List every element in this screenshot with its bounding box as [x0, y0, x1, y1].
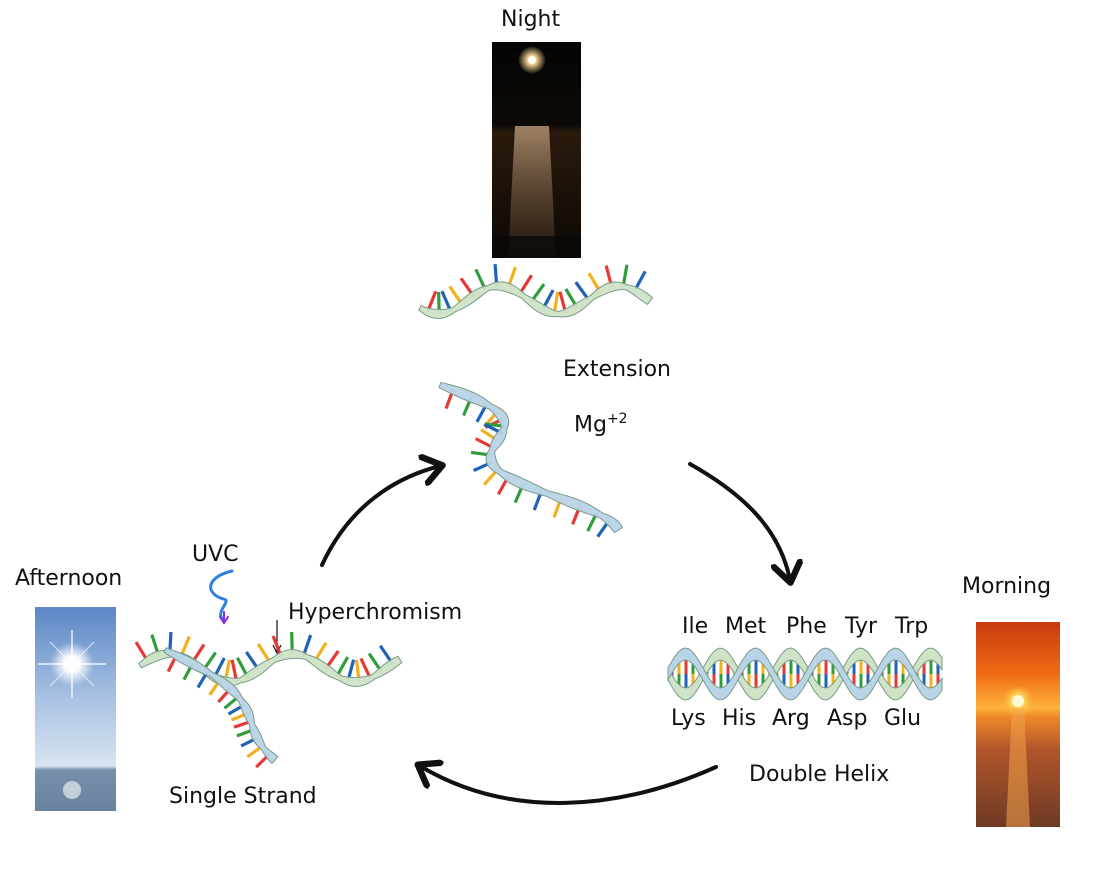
- single-strand-dna: [134, 631, 403, 769]
- amino-acid-label: Ile: [682, 614, 709, 639]
- nucleotide-base: [621, 264, 629, 287]
- nucleotide-base: [518, 274, 534, 295]
- uvc-wave-icon: [209, 569, 234, 622]
- uvc-label: UVC: [192, 542, 239, 567]
- morning-photo: [976, 622, 1060, 827]
- extension-dna-strand: [418, 264, 654, 319]
- magnesium-label: Mg+2: [574, 412, 628, 436]
- amino-acid-label: Met: [725, 614, 767, 639]
- amino-acid-label: Phe: [786, 614, 827, 639]
- nucleotide-base: [440, 290, 453, 312]
- afternoon-label: Afternoon: [15, 566, 123, 591]
- nucleotide-base: [359, 657, 372, 680]
- uvc-arrow-icon: [219, 611, 229, 625]
- nucleotide-base: [230, 659, 239, 682]
- nucleotide-base: [335, 656, 350, 678]
- double-helix-label: Double Helix: [749, 762, 890, 787]
- amino-acid-label: Tyr: [845, 614, 878, 639]
- nucleotide-base: [256, 643, 272, 664]
- amino-acid-label: Lys: [671, 706, 706, 731]
- amino-acid-label: His: [722, 706, 757, 731]
- magnesium-symbol: Mg: [574, 412, 607, 438]
- single-strand-label: Single Strand: [169, 784, 317, 809]
- amino-acid-label: Asp: [827, 706, 868, 731]
- amino-acid-label: Trp: [895, 614, 929, 639]
- extension-label: Extension: [563, 357, 672, 382]
- double-helix-dna: [667, 647, 943, 701]
- cycle-arrow-to-morning: [688, 462, 790, 580]
- cycle-arrow-to-night: [320, 466, 440, 567]
- amino-acid-label: Glu: [884, 706, 922, 731]
- morning-label: Morning: [962, 574, 1052, 599]
- sugar-phosphate-backbone: [418, 281, 654, 319]
- magnesium-charge: +2: [606, 411, 628, 427]
- afternoon-photo: [35, 607, 116, 811]
- nucleotide-base: [301, 634, 313, 657]
- nucleotide-base: [574, 281, 590, 301]
- night-label: Night: [501, 7, 561, 32]
- sugar-phosphate-backbone: [667, 647, 943, 701]
- amino-acid-label: Arg: [772, 706, 810, 731]
- nucleotide-base: [552, 291, 560, 314]
- cycle-arrow-to-afternoon: [420, 766, 718, 805]
- sugar-phosphate-backbone: [438, 381, 624, 534]
- night-photo: [492, 42, 581, 258]
- hyperchromism-label: Hyperchromism: [288, 600, 463, 625]
- nucleotide-base: [474, 268, 487, 290]
- sugar-phosphate-backbone: [163, 647, 279, 765]
- hairpin-dna-strand: [438, 381, 624, 538]
